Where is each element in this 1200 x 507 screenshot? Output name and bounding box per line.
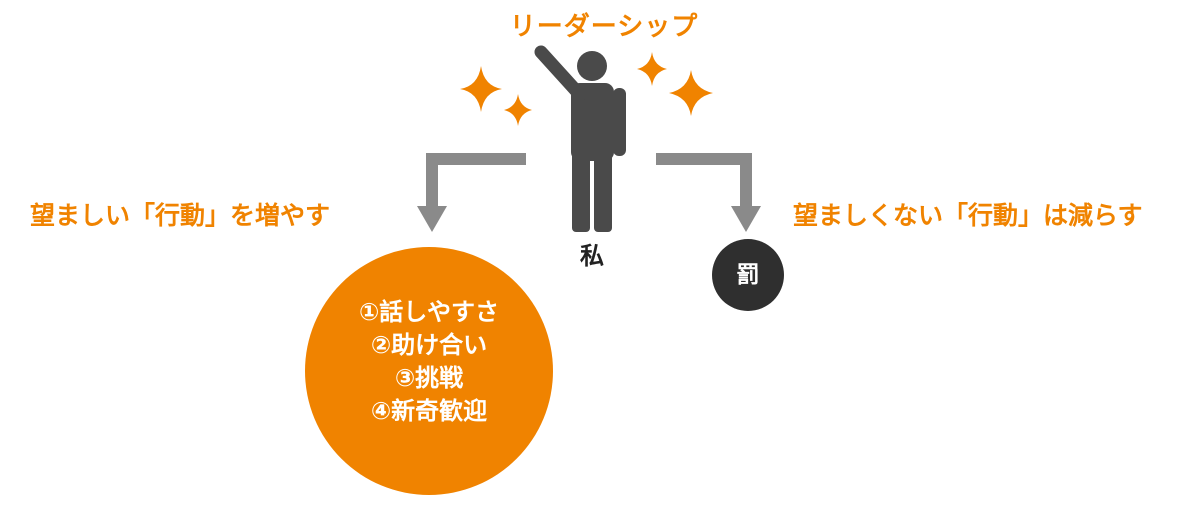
punishment-circle: 罰 <box>712 239 784 311</box>
list-item: ④新奇歓迎 <box>370 397 488 425</box>
person-label: 私 <box>580 242 604 270</box>
diagram-title: リーダーシップ <box>509 12 699 42</box>
sparkle-icon <box>637 52 667 86</box>
left-branch-label: 望ましい「行動」を増やす <box>30 201 331 230</box>
desired-behaviors-circle <box>305 247 553 495</box>
arrow-down-right-icon <box>656 153 761 232</box>
right-branch-label: 望ましくない「行動」は減らす <box>793 201 1143 230</box>
sparkle-icon <box>504 94 532 126</box>
desired-behaviors-list: ①話しやすさ ②助け合い ③挑戦 ④新奇歓迎 <box>305 296 553 428</box>
list-item: ③挑戦 <box>394 364 464 392</box>
person-raising-hand-icon <box>534 45 626 232</box>
arrow-down-left-icon <box>417 153 526 232</box>
sparkle-icon <box>669 70 713 116</box>
sparkle-icon <box>460 66 502 112</box>
list-item: ①話しやすさ <box>358 298 500 326</box>
list-item: ②助け合い <box>370 331 488 359</box>
